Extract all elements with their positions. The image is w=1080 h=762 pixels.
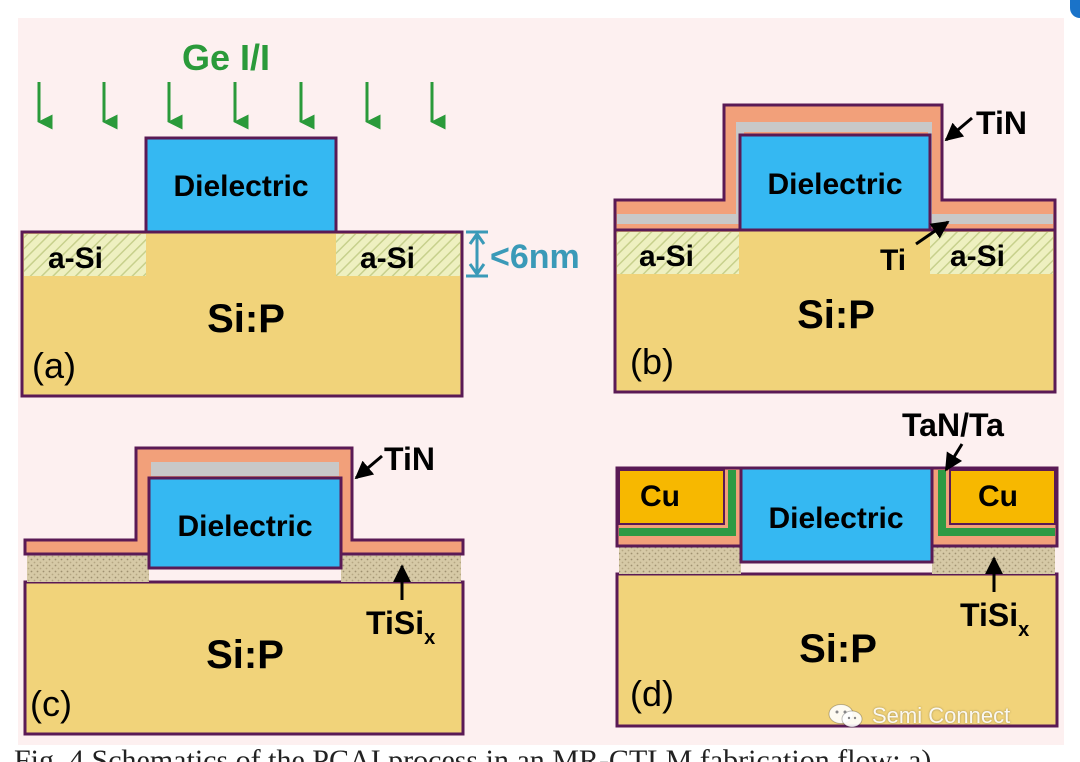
ti-cap bbox=[151, 462, 339, 476]
liner-label: TaN/Ta bbox=[902, 407, 1004, 443]
fabrication-flow-figure: Ge I/I Dielectric a-Si a-Si Si:P (a) <6n… bbox=[18, 18, 1064, 745]
liner-left bbox=[619, 470, 736, 536]
liner-right bbox=[938, 470, 1055, 536]
tin-label: TiN bbox=[976, 105, 1027, 141]
tisix-label-base: TiSi bbox=[366, 605, 424, 641]
si-p-label: Si:P bbox=[797, 293, 875, 337]
tisix-label-sub: x bbox=[424, 627, 435, 649]
tisix-label: TiSix bbox=[366, 605, 435, 649]
implant-arrows bbox=[37, 82, 446, 130]
thickness-label: <6nm bbox=[490, 238, 580, 276]
panel-tag: (c) bbox=[30, 683, 72, 724]
tisix-label-base: TiSi bbox=[960, 597, 1018, 633]
dielectric-block bbox=[738, 133, 932, 232]
cu-label-right: Cu bbox=[978, 480, 1018, 513]
tisix-label-sub: x bbox=[1018, 619, 1029, 641]
si-p-substrate bbox=[23, 580, 465, 736]
a-si-region-right bbox=[336, 234, 460, 276]
a-si-label-left: a-Si bbox=[639, 240, 694, 273]
a-si-label-right: a-Si bbox=[360, 242, 415, 275]
dielectric-block bbox=[144, 136, 338, 234]
liner-pointer bbox=[944, 443, 964, 472]
dielectric-block bbox=[147, 476, 343, 570]
watermark: Semi Connect bbox=[828, 698, 1010, 734]
tisix-label: TiSix bbox=[960, 597, 1029, 641]
a-si-region-right bbox=[930, 232, 1053, 274]
cu-label-left: Cu bbox=[640, 480, 680, 513]
wechat-icon bbox=[828, 703, 864, 729]
si-p-label: Si:P bbox=[206, 633, 284, 677]
dielectric-label: Dielectric bbox=[767, 168, 902, 201]
tisix-region-left bbox=[27, 554, 149, 582]
ti-label: Ti bbox=[880, 244, 906, 277]
ti-pointer bbox=[915, 220, 950, 246]
cu-fill-left bbox=[618, 469, 725, 525]
tin-label: TiN bbox=[384, 441, 435, 477]
a-si-region-left bbox=[617, 232, 739, 274]
panel-tag: (d) bbox=[630, 673, 674, 714]
panel-d: Cu Cu Dielectric TaN/Ta TiSix Si:P (d) bbox=[615, 407, 1059, 728]
si-p-label: Si:P bbox=[799, 627, 877, 671]
edge-mark bbox=[1070, 0, 1080, 18]
dielectric-label: Dielectric bbox=[173, 170, 308, 203]
tin-pointer bbox=[354, 454, 383, 480]
dielectric-label: Dielectric bbox=[177, 510, 312, 543]
dielectric-label: Dielectric bbox=[768, 502, 903, 535]
si-p-label: Si:P bbox=[207, 297, 285, 341]
figure-caption: Fig. 4 Schematics of the PCAI process in… bbox=[14, 744, 932, 762]
tin-pointer bbox=[944, 116, 973, 142]
panel-tag: (a) bbox=[32, 345, 76, 386]
tisix-region-left bbox=[619, 546, 741, 574]
dielectric-block bbox=[739, 466, 934, 564]
panel-tag: (b) bbox=[630, 341, 674, 382]
thickness-dimension bbox=[466, 230, 488, 278]
a-si-region-left bbox=[24, 234, 146, 276]
watermark-text: Semi Connect bbox=[872, 703, 1011, 728]
ge-implant-label: Ge I/I bbox=[182, 37, 270, 78]
cu-fill-right bbox=[949, 469, 1056, 525]
a-si-label-right: a-Si bbox=[950, 240, 1005, 273]
panel-b: Dielectric a-Si a-Si Ti TiN Si:P (b) bbox=[613, 103, 1057, 394]
a-si-label-left: a-Si bbox=[48, 242, 103, 275]
panel-a: Ge I/I Dielectric a-Si a-Si Si:P (a) <6n… bbox=[20, 37, 580, 398]
panel-c: Dielectric TiN TiSix Si:P (c) bbox=[23, 441, 465, 736]
si-p-substrate bbox=[615, 572, 1059, 728]
